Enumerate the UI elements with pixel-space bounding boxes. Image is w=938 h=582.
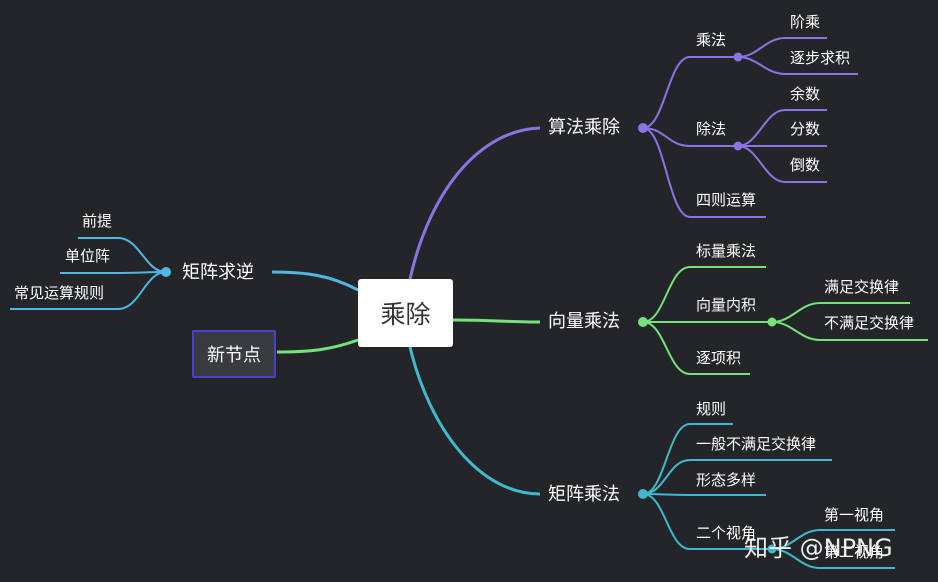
node-dier[interactable]: 第二视角: [824, 543, 885, 561]
node-yushu[interactable]: 余数: [790, 85, 821, 103]
node-xiangliang[interactable]: 向量乘法: [548, 311, 620, 332]
node-chufa[interactable]: 除法: [696, 120, 727, 138]
node-biaoliang[interactable]: 标量乘法: [696, 242, 757, 260]
shijiao-knot: [767, 544, 777, 554]
chufa-knot: [733, 141, 743, 151]
connector-root-juzhen: [408, 346, 541, 496]
node-qiuni[interactable]: 矩阵求逆: [182, 262, 254, 283]
node-neiji[interactable]: 向量内积: [696, 296, 757, 314]
node-jiecheng[interactable]: 阶乘: [790, 13, 821, 31]
node-juzhen[interactable]: 矩阵乘法: [548, 484, 620, 505]
node-fenshu[interactable]: 分数: [790, 120, 821, 138]
node-yiban[interactable]: 一般不满足交换律: [696, 435, 817, 453]
qiuni-subtree: [10, 237, 167, 310]
connector-root-newnode: [276, 338, 359, 354]
juzhen-subtree: [642, 423, 895, 569]
new-node[interactable]: 新节点: [192, 330, 276, 378]
chengfa-knot: [733, 52, 743, 62]
connector-root-xiangliang: [452, 318, 541, 324]
node-shijiao[interactable]: 二个视角: [696, 524, 757, 542]
connector-root-suanfa: [408, 126, 541, 280]
connector-root-qiuni: [271, 270, 359, 292]
node-xingtai[interactable]: 形态多样: [696, 471, 757, 489]
watermark-text: 知乎 @NPNG: [744, 534, 893, 562]
node-manzu[interactable]: 满足交换律: [824, 278, 900, 296]
node-suanfa[interactable]: 算法乘除: [548, 117, 620, 138]
xiangliang-subtree: [642, 266, 928, 375]
node-zhuxiang[interactable]: 逐项积: [696, 349, 742, 367]
node-diyi[interactable]: 第一视角: [824, 506, 885, 524]
juzhen-knot: [638, 489, 648, 499]
node-guize[interactable]: 规则: [696, 400, 727, 418]
suanfa-subtree: [642, 37, 858, 218]
xiangliang-knot: [638, 317, 648, 327]
node-daoshu[interactable]: 倒数: [790, 156, 821, 174]
node-changjian[interactable]: 常见运算规则: [14, 284, 105, 302]
qiuni-knot: [161, 267, 171, 277]
node-danweizhen[interactable]: 单位阵: [65, 247, 111, 265]
node-chengfa[interactable]: 乘法: [696, 31, 727, 49]
node-qianti[interactable]: 前提: [82, 212, 113, 230]
suanfa-knot: [638, 123, 648, 133]
root-node[interactable]: 乘除: [358, 279, 453, 347]
node-bumanzu[interactable]: 不满足交换律: [824, 314, 915, 332]
neiji-knot: [767, 317, 777, 327]
node-sizeyunsuan[interactable]: 四则运算: [696, 191, 757, 209]
node-zhubuqiuji[interactable]: 逐步求积: [790, 49, 851, 67]
